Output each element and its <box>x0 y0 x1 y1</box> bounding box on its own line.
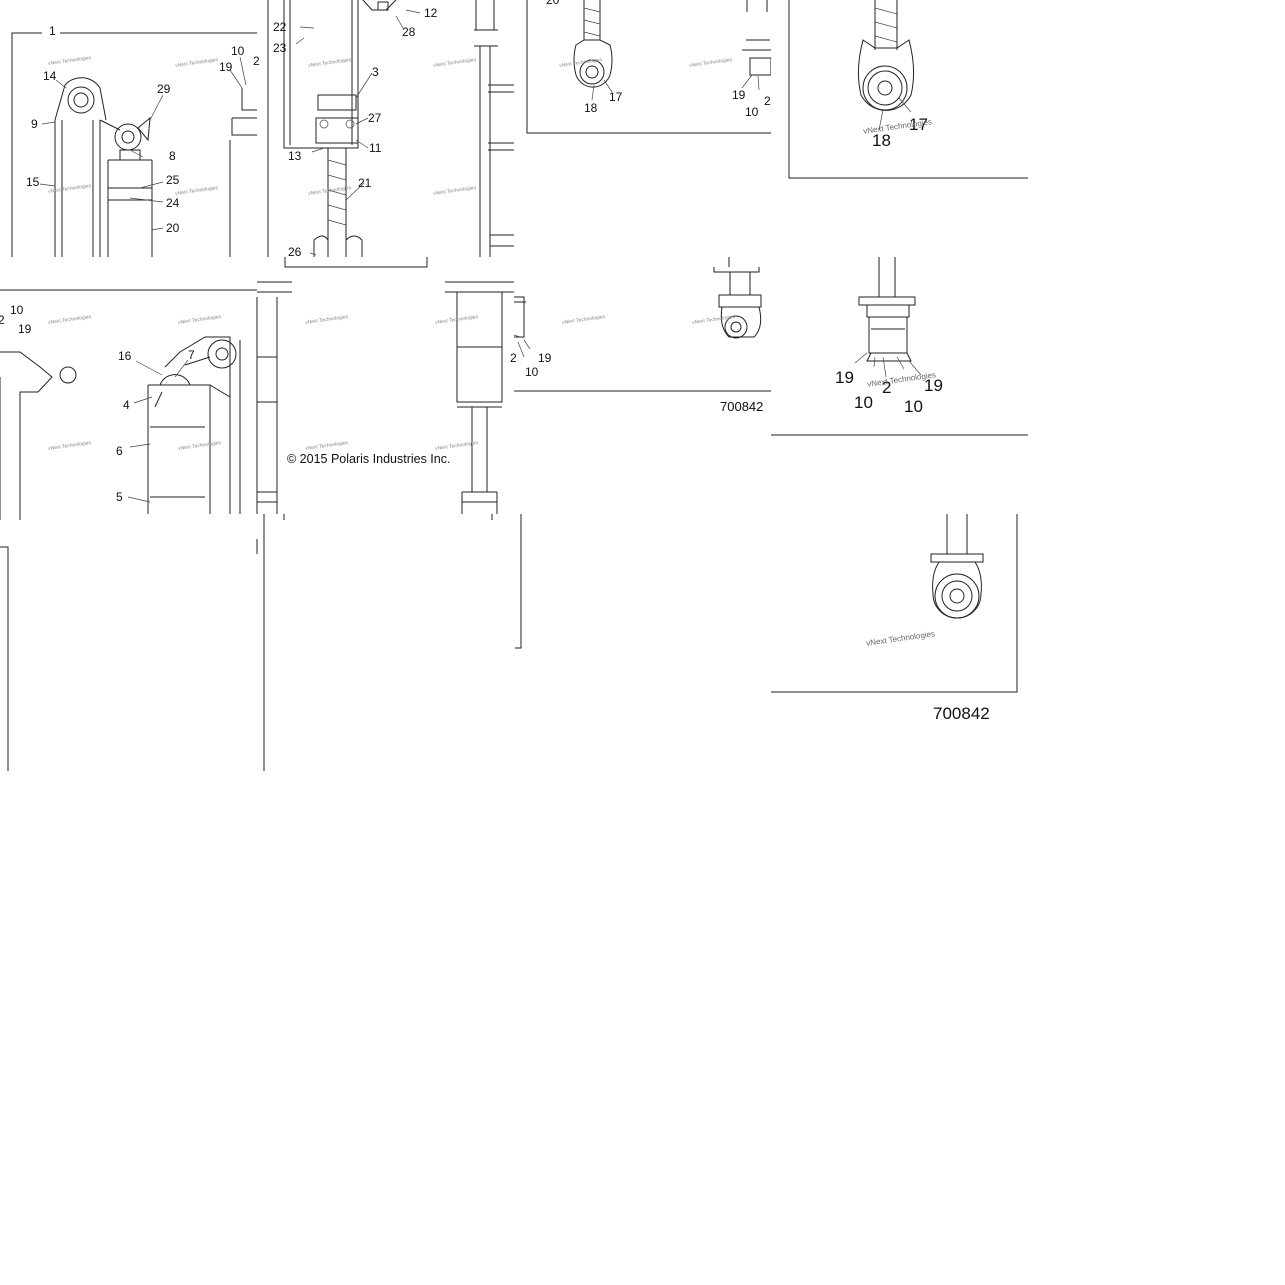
callout-23: 23 <box>273 41 287 55</box>
shock-drawing <box>256 257 514 514</box>
callout-19: 19 <box>835 368 854 387</box>
diagram-tile-shock-eyelet-c: 2 19 10 vNext Technologies vNext Technol… <box>510 257 771 514</box>
diagram-tile-shock-top-left: 1 14 9 29 8 15 25 24 20 10 19 2 vNext Te… <box>0 0 260 257</box>
callout-19: 19 <box>18 322 32 336</box>
callout-3: 3 <box>372 65 379 79</box>
callout-24: 24 <box>166 196 180 210</box>
callout-19: 19 <box>732 88 746 102</box>
callout-10: 10 <box>10 303 24 317</box>
frame-drawing <box>263 514 522 771</box>
diagram-code: 700842 <box>720 399 764 414</box>
frame-drawing <box>0 514 258 771</box>
shock-drawing <box>526 0 772 134</box>
callout-26: 26 <box>288 245 302 259</box>
callout-12: 12 <box>424 6 438 20</box>
callout-10: 10 <box>904 397 923 416</box>
callout-16: 16 <box>118 349 132 363</box>
diagram-code: 700842 <box>933 704 990 723</box>
shock-drawing <box>788 0 1028 179</box>
callout-21: 21 <box>358 176 372 190</box>
callout-25: 25 <box>166 173 180 187</box>
diagram-tile-shock-eyelet-e: vNext Technologies 700842 <box>771 514 1028 771</box>
callout-10: 10 <box>854 393 873 412</box>
callout-11: 11 <box>369 141 382 155</box>
callout-5: 5 <box>116 490 123 504</box>
callout-8: 8 <box>169 149 176 163</box>
shock-drawing <box>0 289 257 514</box>
shock-drawing <box>267 0 514 257</box>
copyright-text: © 2015 Polaris Industries Inc. <box>287 452 451 466</box>
callout-19: 19 <box>219 60 233 74</box>
diagram-tile-shock-top-middle: 22 23 12 28 3 27 13 11 21 26 vNext Techn… <box>267 0 514 259</box>
callout-10: 10 <box>525 365 539 379</box>
callout-2: 2 <box>882 378 892 397</box>
callout-7: 7 <box>188 348 195 362</box>
diagram-tile-shock-eyelet-d: 19 2 19 10 10 vNext Technologies <box>771 257 1028 514</box>
callout-22: 22 <box>273 20 287 34</box>
callout-1: 1 <box>49 24 56 38</box>
callout-2: 2 <box>0 313 5 327</box>
callout-20: 20 <box>546 0 560 7</box>
callout-28: 28 <box>402 25 416 39</box>
shock-drawing <box>771 257 1028 436</box>
callout-2: 2 <box>764 94 771 108</box>
callout-14: 14 <box>43 69 57 83</box>
callout-2: 2 <box>253 54 260 68</box>
callout-18: 18 <box>872 131 891 150</box>
callout-2: 2 <box>510 351 517 365</box>
callout-27: 27 <box>368 111 382 125</box>
callout-10: 10 <box>745 105 759 119</box>
callout-17: 17 <box>909 115 928 134</box>
callout-6: 6 <box>116 444 123 458</box>
callout-17: 17 <box>609 90 623 104</box>
diagram-tile-frame-bottom-left <box>0 514 264 771</box>
shock-drawing <box>771 514 1018 693</box>
callout-13: 13 <box>288 149 302 163</box>
diagram-tile-shock-reservoir: 10 2 19 16 7 4 6 5 vNext Technologies vN… <box>0 257 257 514</box>
callout-9: 9 <box>31 117 38 131</box>
callout-4: 4 <box>123 398 130 412</box>
callout-19: 19 <box>538 351 552 365</box>
diagram-tile-shock-eyelet-a: 20 18 17 19 10 2 vNext Technologies vNex… <box>514 0 772 257</box>
shock-drawing <box>513 257 771 392</box>
callout-29: 29 <box>157 82 171 96</box>
callout-18: 18 <box>584 101 598 115</box>
callout-15: 15 <box>26 175 40 189</box>
callout-19: 19 <box>924 376 943 395</box>
shock-drawing <box>11 32 257 257</box>
callout-10: 10 <box>231 44 245 58</box>
diagram-tile-shock-eyelet-b: 17 18 vNext Technologies <box>771 0 1028 257</box>
diagram-tile-frame-bottom-middle <box>263 514 522 771</box>
callout-20: 20 <box>166 221 180 235</box>
diagram-tile-shock-lower: vNext Technologies vNext Technologies vN… <box>256 257 514 514</box>
